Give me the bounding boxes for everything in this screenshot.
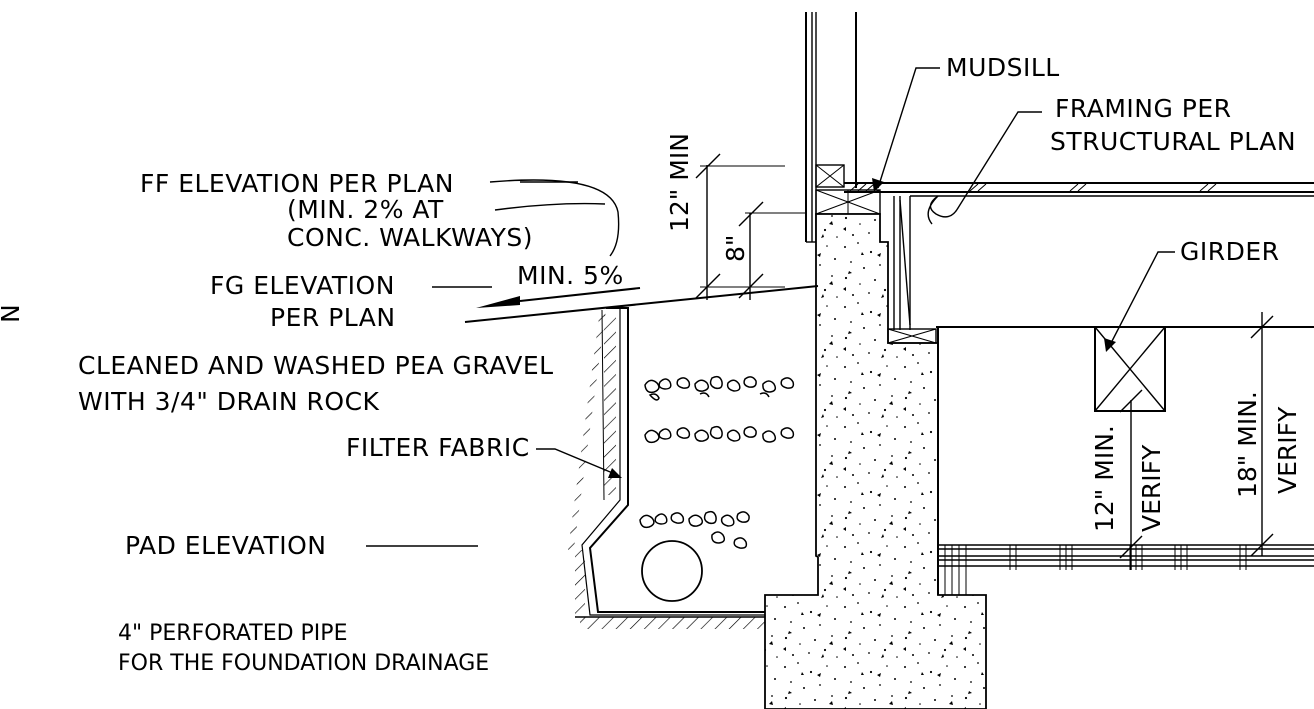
dim-12-min-verify-1: 12" MIN. <box>1090 425 1119 532</box>
dim-18-min-verify-2: VERIFY <box>1273 406 1302 494</box>
finished-grade-line <box>464 285 819 323</box>
perforated-pipe <box>641 540 703 602</box>
pipe-label-2: FOR THE FOUNDATION DRAINAGE <box>118 651 489 676</box>
ff-note-2: CONC. WALKWAYS) <box>287 223 533 252</box>
dimension-12-min <box>695 153 806 300</box>
drain-trench <box>568 307 765 629</box>
dim-12-min-label: 12" MIN <box>665 133 694 232</box>
dim-8-label: 8" <box>721 235 750 262</box>
wall-framing <box>805 12 857 243</box>
crawlspace-ground <box>937 327 1314 595</box>
edge-fragment: N <box>0 304 25 323</box>
fg-elevation-label-2: PER PLAN <box>270 303 396 332</box>
framing-label-2: STRUCTURAL PLAN <box>1050 127 1296 156</box>
pipe-label-1: 4" PERFORATED PIPE <box>118 621 347 646</box>
ff-note-1: (MIN. 2% AT <box>287 195 444 224</box>
gravel-label-2: WITH 3/4" DRAIN ROCK <box>78 387 380 416</box>
filter-fabric-label: FILTER FABRIC <box>346 433 530 462</box>
dimension-crawl-clearance <box>1119 312 1274 570</box>
mudsill-label: MUDSILL <box>946 53 1060 82</box>
gravel-label-1: CLEANED AND WASHED PEA GRAVEL <box>78 351 554 380</box>
mudsill-blocks <box>815 164 881 215</box>
pad-elevation-label: PAD ELEVATION <box>125 531 326 560</box>
slope-arrow <box>476 296 520 308</box>
dim-18-min-verify-1: 18" MIN. <box>1233 391 1262 498</box>
ff-elevation-label: FF ELEVATION PER PLAN <box>140 169 454 198</box>
fg-elevation-label-1: FG ELEVATION <box>210 271 395 300</box>
bottom-plate <box>887 328 937 344</box>
pea-gravel <box>639 375 795 549</box>
slope-label: MIN. 5% <box>517 261 624 290</box>
girder-label: GIRDER <box>1180 237 1280 266</box>
concrete-stem-wall <box>764 213 987 709</box>
leaders <box>366 67 1175 547</box>
framing-label-1: FRAMING PER <box>1055 94 1232 123</box>
dim-12-min-verify-2: VERIFY <box>1137 444 1166 532</box>
